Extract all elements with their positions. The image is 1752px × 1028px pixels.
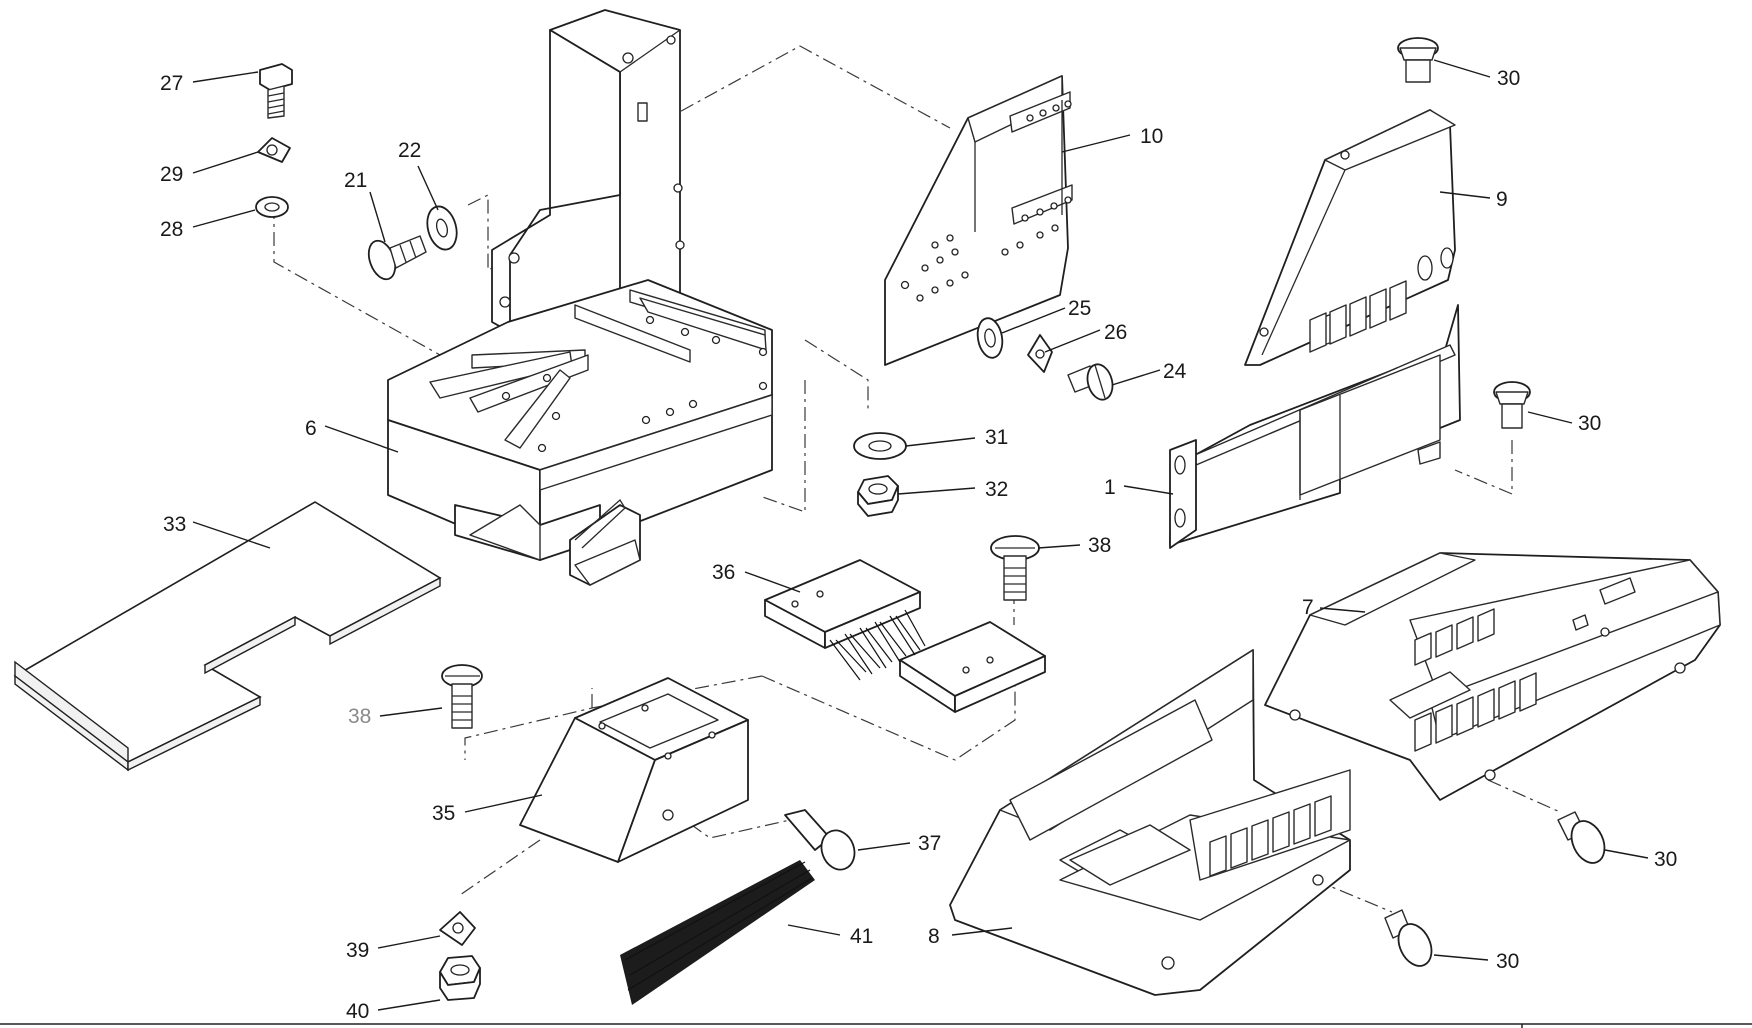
part-38-bolt-lower <box>441 664 483 729</box>
part-24-screw <box>1067 363 1114 401</box>
callout-39: 39 <box>346 939 369 962</box>
part-33-foam-pad <box>13 501 442 772</box>
callout-41: 41 <box>850 925 873 948</box>
callout-40: 40 <box>346 1000 369 1023</box>
part-10-bracket-plate <box>884 75 1073 366</box>
part-41-brush-bar <box>620 860 815 1005</box>
callout-36: 36 <box>712 561 735 584</box>
callout-31: 31 <box>985 426 1008 449</box>
part-25-washer <box>976 317 1004 359</box>
callout-9: 9 <box>1496 188 1508 211</box>
callout-26: 26 <box>1104 321 1127 344</box>
callout-38-lower: 38 <box>348 705 371 728</box>
callout-30-right: 30 <box>1578 412 1601 435</box>
callout-30-lower-right: 30 <box>1654 848 1677 871</box>
part-36-brush-strip <box>764 559 1046 713</box>
part-21-screw <box>367 235 427 281</box>
callout-24: 24 <box>1163 360 1187 383</box>
callout-1: 1 <box>1104 476 1116 499</box>
part-40-nut <box>439 955 481 1001</box>
callout-37: 37 <box>918 832 941 855</box>
callout-labels: 27 29 28 21 22 6 33 10 25 26 24 31 32 36… <box>160 67 1677 1023</box>
callout-38-upper: 38 <box>1088 534 1111 557</box>
part-29-lock-washer <box>257 137 291 163</box>
callout-33: 33 <box>163 513 186 536</box>
part-30-bolt-lower-right <box>1557 811 1606 864</box>
part-30-bolt-top <box>1397 37 1439 83</box>
part-1-lower-frame <box>1169 304 1461 549</box>
part-37-plug <box>784 809 856 871</box>
callout-30-bottom: 30 <box>1496 950 1519 973</box>
callout-30-top: 30 <box>1497 67 1520 90</box>
part-26-lock-washer <box>1027 334 1053 373</box>
leader-lines <box>192 59 1649 1011</box>
part-32-nut <box>857 475 899 517</box>
callout-29: 29 <box>160 163 183 186</box>
part-22-washer <box>426 205 458 251</box>
part-31-washer <box>853 432 907 460</box>
part-9-upper-cover <box>1244 109 1456 366</box>
callout-27: 27 <box>160 72 183 95</box>
part-38-bolt-upper <box>990 535 1040 601</box>
callout-10: 10 <box>1140 125 1163 148</box>
callout-22: 22 <box>398 139 421 162</box>
callout-28: 28 <box>160 218 183 241</box>
callout-25: 25 <box>1068 297 1091 320</box>
part-6-main-frame <box>387 9 773 586</box>
callout-8: 8 <box>928 925 940 948</box>
callout-6: 6 <box>305 417 317 440</box>
part-39-lock-washer <box>439 911 476 946</box>
callout-32: 32 <box>985 478 1008 501</box>
part-28-flat-washer <box>255 196 289 218</box>
part-30-bolt-bottom <box>1384 909 1433 967</box>
callout-21: 21 <box>344 169 367 192</box>
part-35-housing <box>519 677 749 863</box>
part-30-bolt-right <box>1493 381 1531 429</box>
part-27-bolt <box>259 63 293 119</box>
part-8-console-base <box>949 649 1351 996</box>
part-7-panel-cover <box>1264 552 1721 801</box>
callout-35: 35 <box>432 802 455 825</box>
callout-7: 7 <box>1302 596 1314 619</box>
